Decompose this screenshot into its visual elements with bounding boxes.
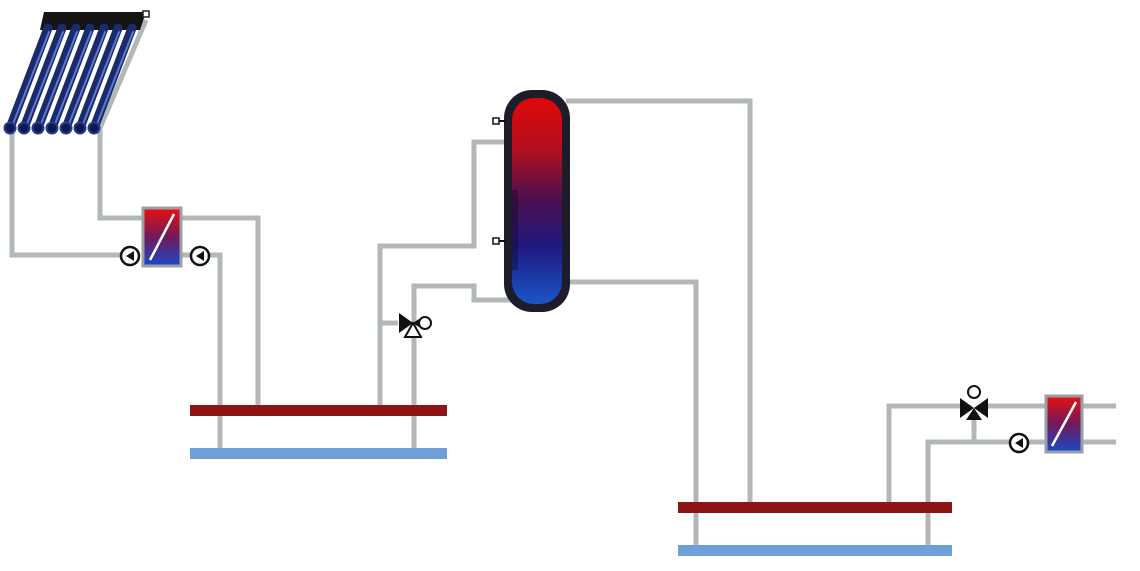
- collector-tube: [89, 23, 137, 133]
- buffer-mixing-valve-actuator: [418, 316, 432, 330]
- buffer-mixing-valve-left: [399, 313, 413, 333]
- buffer-mixing-valve-right: [413, 319, 419, 327]
- heat-exchanger-icon: [1044, 394, 1084, 454]
- collector-tube: [5, 23, 53, 133]
- collector-tube-ends: [3, 121, 101, 135]
- heat-exchanger-icon: [141, 206, 183, 268]
- collector-supply-pipe: [97, 19, 149, 221]
- load-return-pipe: [925, 439, 1010, 550]
- solar-collector-icon: [3, 10, 150, 135]
- storage-tank-icon: [492, 90, 570, 312]
- tank-lower-sensor: [492, 237, 500, 245]
- pump-icon: [189, 245, 211, 267]
- pump-icon: [1008, 432, 1030, 454]
- collector-tube-highlights: [12, 31, 134, 125]
- buffer-mixing-valve-bottom: [403, 320, 423, 338]
- collector-sensor: [142, 10, 150, 18]
- exchanger-return-pipe: [180, 252, 223, 453]
- heat-exchanger-diagonal: [1050, 401, 1078, 447]
- right-cold-manifold-bar: [678, 545, 952, 556]
- collector-tube: [75, 23, 123, 133]
- load-mixing-valve-bottom: [966, 408, 982, 420]
- load-supply-pipe: [886, 403, 960, 506]
- collector-pump-arrow: [126, 251, 134, 261]
- pump-icon: [119, 245, 141, 267]
- right-manifold: [678, 502, 952, 556]
- tank-lower-pipe: [411, 283, 512, 453]
- tank-upper-sensor: [492, 117, 500, 125]
- tank-interior: [512, 98, 562, 304]
- collector-tube: [47, 23, 95, 133]
- heat-exchanger-diagonal: [148, 213, 176, 261]
- load-mixing-valve-actuator: [967, 385, 981, 399]
- left-hot-manifold-bar: [190, 405, 447, 416]
- buffer-charge-pump-arrow: [196, 251, 204, 261]
- load-mixing-valve-right: [974, 398, 988, 418]
- three-way-valve-icon: [399, 313, 432, 338]
- collector-tube: [33, 23, 81, 133]
- load-pump-arrow: [1015, 438, 1023, 448]
- collector-tube: [61, 23, 109, 133]
- collector-tubes: [5, 23, 137, 133]
- collector-tube: [19, 23, 67, 133]
- exchanger-hot-pipe: [180, 215, 261, 408]
- three-way-valve-icon: [960, 385, 988, 420]
- right-hot-manifold-bar: [678, 502, 952, 513]
- tank-upper-feed-pipe: [377, 139, 512, 408]
- tank-inner-shade: [512, 190, 518, 270]
- left-cold-manifold-bar: [190, 448, 447, 459]
- load-mixing-valve-left: [960, 398, 974, 418]
- tank-top-outlet-pipe: [566, 98, 753, 506]
- collector-return-pipe: [9, 130, 128, 258]
- left-manifold: [190, 405, 447, 459]
- tank-bottom-outlet-pipe: [566, 279, 699, 550]
